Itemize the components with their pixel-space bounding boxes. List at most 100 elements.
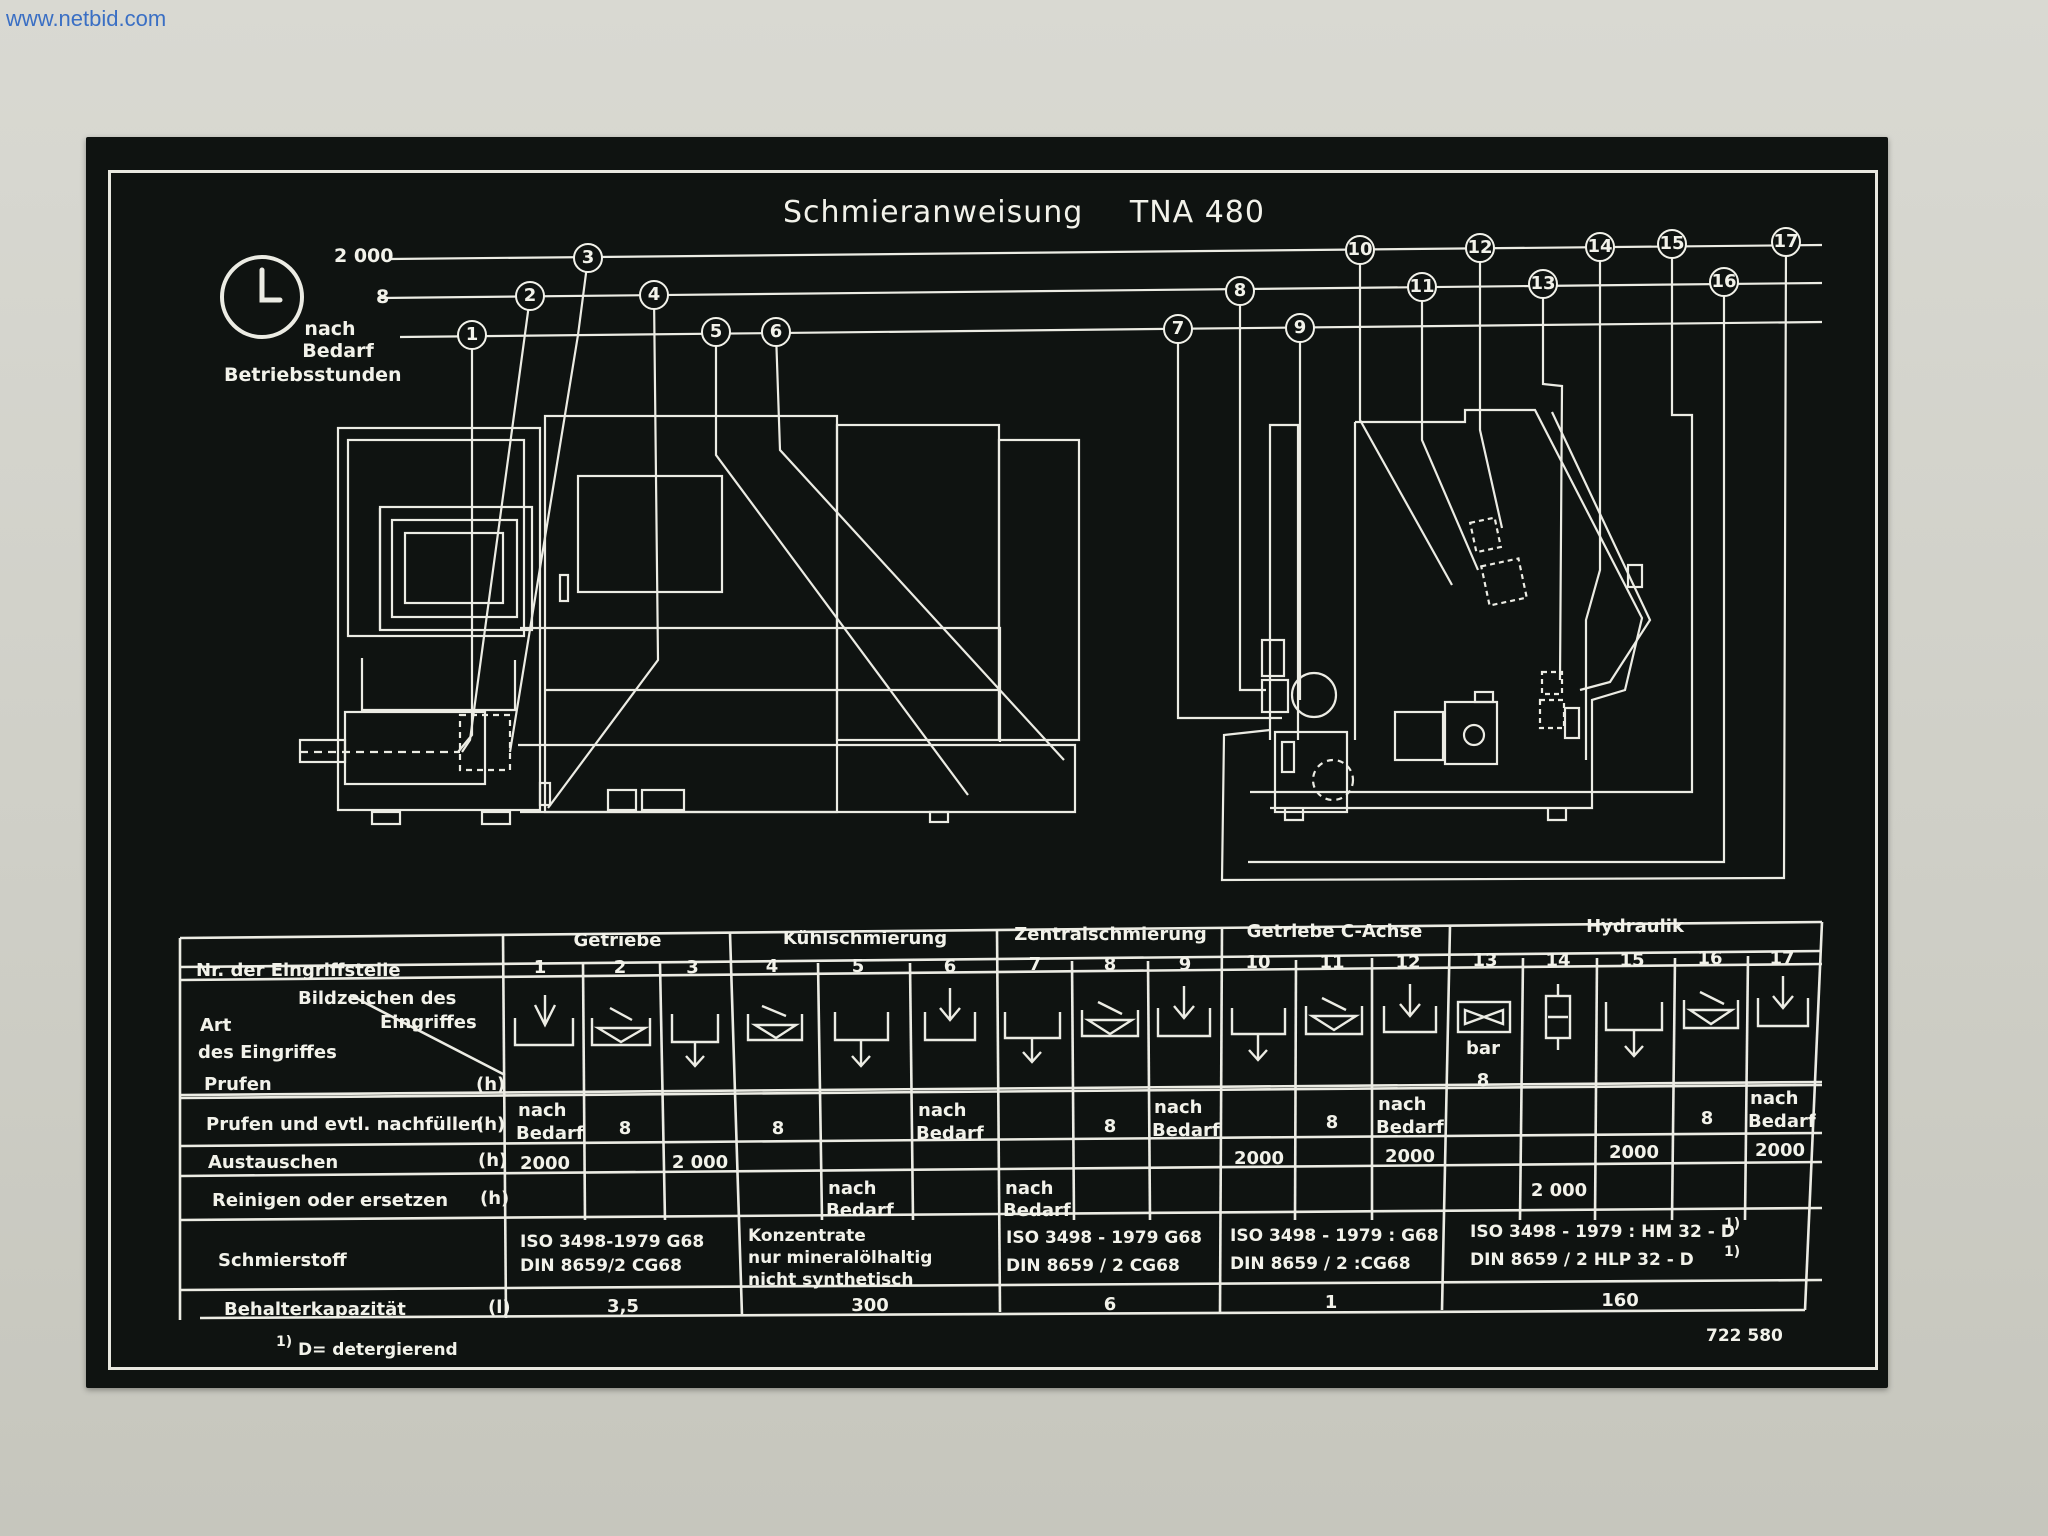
point-9: 9 <box>1285 313 1315 343</box>
interval-bedarf-label: Bedarf <box>302 340 374 362</box>
col-num-10: 10 <box>1245 952 1271 973</box>
col-num-5: 5 <box>851 956 865 977</box>
nachfuellen-12-a: nach <box>1378 1094 1427 1115</box>
nachfuellen-8: 8 <box>1103 1116 1117 1137</box>
footnote-text: D= detergierend <box>298 1340 458 1360</box>
operating-hours-label: Betriebsstunden <box>224 364 402 386</box>
table-grid <box>178 920 1824 1320</box>
interval-nach-label: nach <box>304 318 356 340</box>
schmierstoff-c-achse-2: DIN 8659 / 2 :CG68 <box>1230 1254 1411 1274</box>
kapazitaet-c-achse: 1 <box>1324 1292 1338 1313</box>
row-label-nachfuellen: Prufen und evtl. nachfüllen <box>206 1114 484 1135</box>
nachfuellen-2: 8 <box>618 1118 632 1139</box>
nachfuellen-16: 8 <box>1700 1108 1714 1129</box>
drain-icon <box>1604 1002 1664 1058</box>
bar-label: bar <box>1466 1038 1500 1059</box>
col-num-16: 16 <box>1697 948 1723 969</box>
nachfuellen-17-b: Bedarf <box>1748 1111 1816 1132</box>
unit-kapazitaet: (l) <box>488 1297 511 1318</box>
drain-icon <box>1003 1012 1062 1064</box>
group-getriebe-c-achse: Getriebe C-Achse <box>1246 921 1423 942</box>
col-num-7: 7 <box>1028 954 1042 975</box>
col-num-2: 2 <box>613 957 627 978</box>
schmierstoff-hydraulik-2: DIN 8659 / 2 HLP 32 - D <box>1470 1250 1694 1270</box>
col-num-15: 15 <box>1619 950 1645 971</box>
nachfuellen-9-a: nach <box>1154 1097 1203 1118</box>
check-level-icon <box>513 995 575 1047</box>
col-num-6: 6 <box>943 956 957 977</box>
nachfuellen-12-b: Bedarf <box>1376 1117 1444 1138</box>
point-11: 11 <box>1407 272 1437 302</box>
footnote-mark-2: 1) <box>1724 1244 1741 1260</box>
row-label-kapazitaet: Behalterkapazität <box>224 1299 406 1320</box>
reinigen-7-a: nach <box>1005 1178 1054 1199</box>
check-level-icon <box>746 1004 804 1042</box>
reinigen-14: 2 000 <box>1530 1180 1588 1201</box>
row-label-symbol-top: Bildzeichen des <box>298 988 457 1009</box>
filter-icon <box>1544 984 1572 1050</box>
interval-2000-label: 2 000 <box>334 245 394 267</box>
row-label-symbol-mid: Eingriffes <box>380 1012 477 1033</box>
point-1: 1 <box>457 320 487 350</box>
austauschen-17: 2000 <box>1754 1140 1806 1161</box>
drain-icon <box>1230 1008 1287 1062</box>
model-text: TNA 480 <box>1129 195 1265 230</box>
row-label-nr: Nr. der Eingriffstelle <box>196 960 401 981</box>
pressure-gauge-icon <box>1456 1000 1512 1034</box>
col-num-17: 17 <box>1769 948 1795 969</box>
col-num-9: 9 <box>1178 954 1192 975</box>
point-8: 8 <box>1225 276 1255 306</box>
check-level-icon <box>923 988 977 1042</box>
fill-icon <box>1304 996 1364 1036</box>
point-15: 15 <box>1657 229 1687 259</box>
title-text: Schmieranweisung <box>783 195 1084 230</box>
point-13: 13 <box>1528 269 1558 299</box>
point-16: 16 <box>1709 267 1739 297</box>
austauschen-15: 2000 <box>1608 1142 1660 1163</box>
austauschen-3: 2 000 <box>671 1152 729 1173</box>
row-label-pruefen: Prufen <box>204 1074 272 1095</box>
point-5: 5 <box>701 317 731 347</box>
row-label-austauschen: Austauschen <box>208 1152 339 1173</box>
drain-icon <box>833 1012 890 1068</box>
schmierstoff-kuehl-1: Konzentrate <box>748 1226 866 1246</box>
point-12: 12 <box>1465 233 1495 263</box>
check-level-icon <box>1382 984 1438 1034</box>
schmierstoff-zentral-1: ISO 3498 - 1979 G68 <box>1006 1228 1202 1248</box>
watermark: www.netbid.com <box>6 6 167 31</box>
point-17: 17 <box>1771 227 1801 257</box>
fill-icon <box>1682 990 1740 1030</box>
check-level-icon <box>1156 986 1212 1038</box>
footnote-mark: 1) <box>276 1334 293 1350</box>
col-num-13: 13 <box>1472 950 1498 971</box>
col-num-11: 11 <box>1319 952 1345 973</box>
unit-nachfuellen: (h) <box>476 1114 506 1135</box>
unit-pruefen: (h) <box>476 1074 506 1095</box>
front-view-machine <box>298 414 1081 826</box>
unit-reinigen: (h) <box>480 1188 510 1209</box>
kapazitaet-kuehl: 300 <box>851 1295 889 1316</box>
part-number: 722 580 <box>1706 1326 1783 1346</box>
schmierstoff-hydraulik-1: ISO 3498 - 1979 : HM 32 - D <box>1470 1222 1735 1242</box>
nachfuellen-1-b: Bedarf <box>516 1123 584 1144</box>
nachfuellen-6-b: Bedarf <box>916 1123 984 1144</box>
fill-icon <box>1080 1000 1140 1038</box>
kapazitaet-hydraulik: 160 <box>1601 1290 1639 1311</box>
plate-title: Schmieranweisung TNA 480 <box>0 195 2048 230</box>
nachfuellen-4: 8 <box>771 1118 785 1139</box>
nachfuellen-1-a: nach <box>518 1100 567 1121</box>
drain-icon <box>670 1014 720 1068</box>
nachfuellen-6-a: nach <box>918 1100 967 1121</box>
schmierstoff-getriebe-2: DIN 8659/2 CG68 <box>520 1256 682 1276</box>
point-10: 10 <box>1345 235 1375 265</box>
schmierstoff-getriebe-1: ISO 3498-1979 G68 <box>520 1232 705 1252</box>
kapazitaet-zentral: 6 <box>1103 1294 1117 1315</box>
point-7: 7 <box>1163 314 1193 344</box>
nachfuellen-11: 8 <box>1325 1112 1339 1133</box>
schmierstoff-kuehl-2: nur mineralölhaltig <box>748 1248 933 1268</box>
schmierstoff-zentral-2: DIN 8659 / 2 CG68 <box>1006 1256 1180 1276</box>
point-3: 3 <box>573 243 603 273</box>
check-level-icon <box>1756 976 1810 1028</box>
point-6: 6 <box>761 317 791 347</box>
